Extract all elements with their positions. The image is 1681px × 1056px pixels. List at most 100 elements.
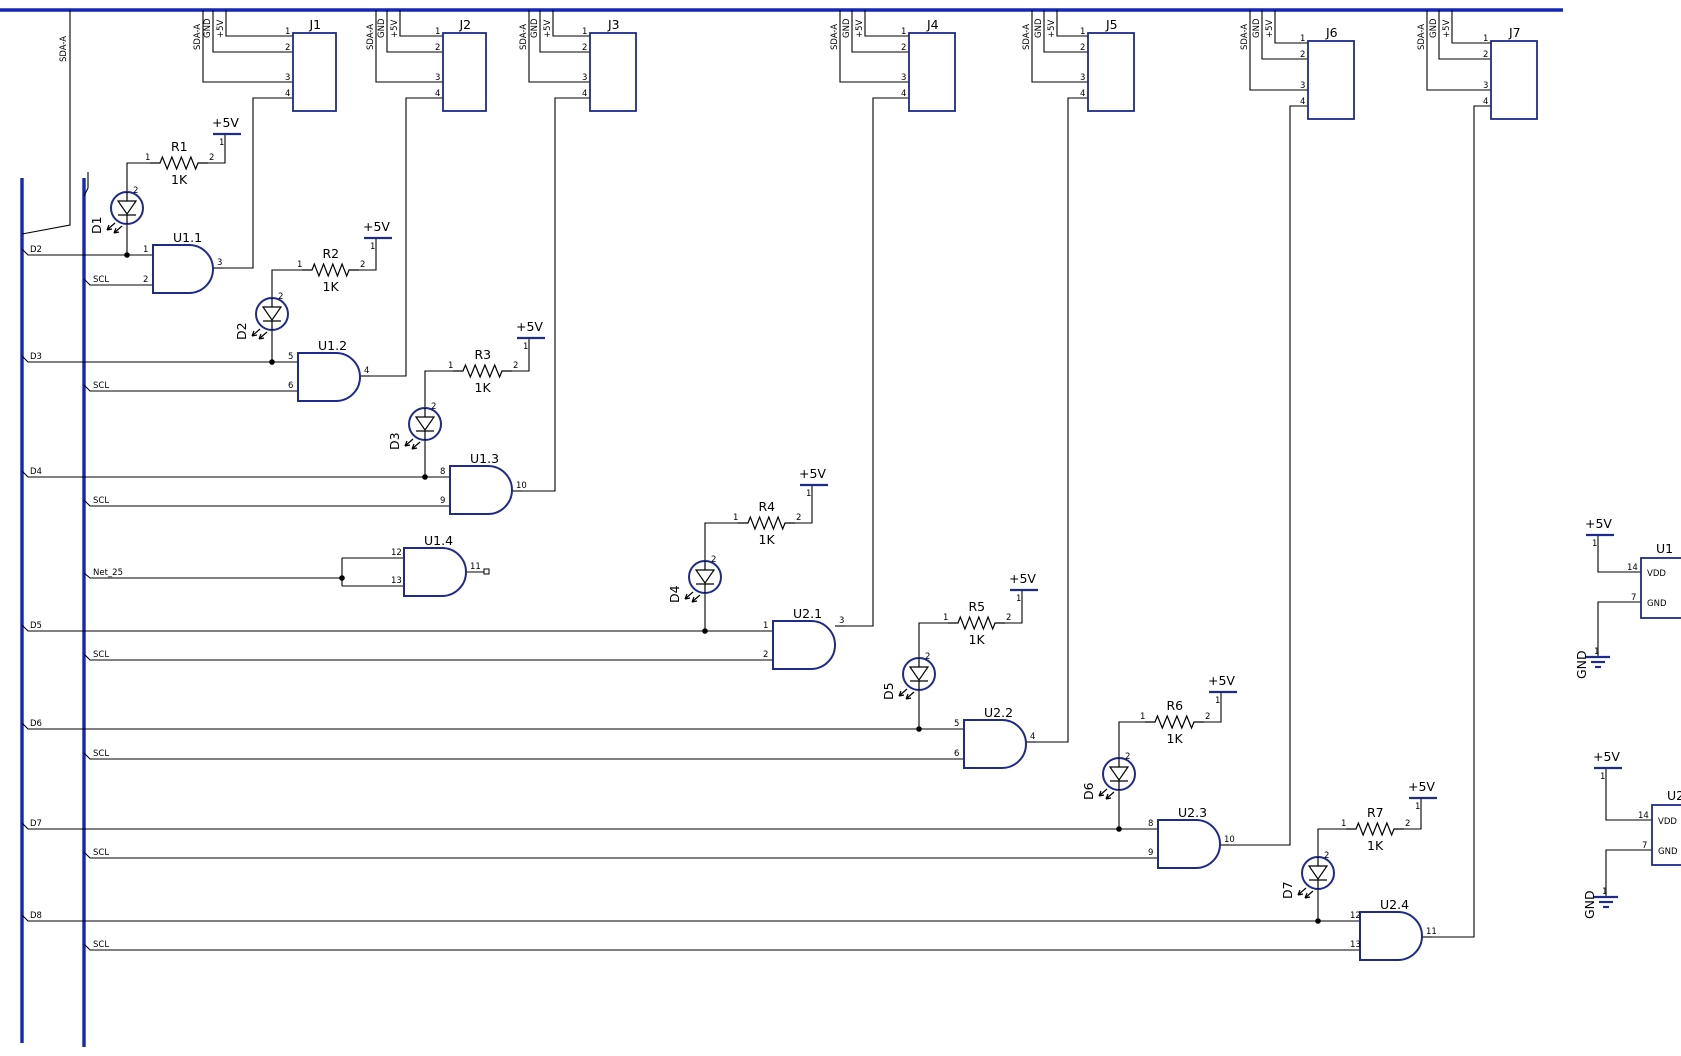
- pin-number: 3: [285, 73, 290, 83]
- gate-output-wire: [845, 97, 909, 627]
- pin-number: 2: [925, 652, 930, 662]
- pin-number: 2: [431, 402, 436, 412]
- pin-number: 1: [1483, 34, 1488, 44]
- resistor-ref: R5: [969, 599, 986, 614]
- power-symbol-r2: +5V1: [363, 219, 392, 252]
- resistor-value: 1K: [759, 532, 776, 547]
- connector-pin-wire: [1451, 10, 1491, 44]
- connector-net-label: SDA-A: [1240, 24, 1250, 50]
- connector-net-label: +5V: [1265, 19, 1275, 38]
- led-ref: D2: [234, 322, 249, 340]
- led-d4: 2D4: [667, 555, 722, 603]
- spare-net-wire: [83, 572, 342, 579]
- connector-pin-wire: [864, 10, 909, 37]
- light-arrow: [898, 688, 908, 697]
- connector-net-label: SDA-A: [1022, 24, 1032, 50]
- resistor-value: 1K: [475, 380, 492, 395]
- pin-number: 2: [1125, 752, 1130, 762]
- pin-number: 4: [582, 89, 587, 99]
- light-arrow: [251, 328, 261, 337]
- pin-number: 13: [391, 576, 402, 586]
- resistor-ref: R4: [759, 499, 776, 514]
- resistor-body: [453, 363, 512, 379]
- pin-number: 2: [1006, 613, 1011, 623]
- resistor-ref: R2: [323, 246, 340, 261]
- pin-number: 11: [470, 562, 481, 572]
- pin-number: 2: [1080, 43, 1085, 53]
- clock-wire: [83, 278, 153, 286]
- data-wire: [21, 355, 298, 363]
- unit-gnd-label: GND: [1658, 847, 1678, 857]
- connector-pin-wire: [528, 10, 590, 83]
- clock-wire: [83, 653, 773, 661]
- label-layer: SDA-AD2SCLD3SCLD4SCLD5SCLD6SCLD7SCLD8SCL…: [30, 36, 123, 950]
- gate-ref: U2.3: [1178, 805, 1207, 820]
- resistor-body: [738, 515, 795, 531]
- connector-pin-wire: [1249, 10, 1308, 91]
- connector-net-label: GND: [377, 18, 387, 38]
- power-symbol-unit: +5V1: [1585, 516, 1614, 549]
- clock-wire: [83, 384, 298, 392]
- pin-number: 1: [582, 27, 587, 37]
- junction-dot: [916, 726, 922, 732]
- pin-number: 3: [1483, 81, 1488, 91]
- pin-number: 14: [1638, 811, 1649, 821]
- pin-number: 1: [1341, 819, 1346, 829]
- clock-net-label: SCL: [93, 848, 109, 858]
- pin-number: 6: [288, 381, 293, 391]
- pin-number: 4: [285, 89, 290, 99]
- pin-number: 1: [943, 613, 948, 623]
- gate-ref: U2.1: [793, 606, 822, 621]
- pin-number: 3: [217, 258, 222, 268]
- data-net-label: D7: [30, 819, 42, 829]
- clock-net-label: SCL: [93, 496, 109, 506]
- pin-number: 4: [1483, 97, 1488, 107]
- power-label: +5V: [1009, 571, 1036, 586]
- pin-number: 3: [839, 616, 844, 626]
- led-anode-wire: [424, 370, 453, 408]
- light-arrow: [411, 441, 421, 450]
- connector-pin-wire: [399, 10, 443, 37]
- power-label: +5V: [799, 466, 826, 481]
- pin-number: 1: [285, 27, 290, 37]
- data-net-label: D3: [30, 352, 42, 362]
- led-ref: D4: [667, 585, 682, 603]
- resistor-power-wire: [1404, 798, 1422, 830]
- junction-dot: [1116, 826, 1122, 832]
- sda-label: SDA-A: [59, 36, 69, 62]
- data-wire: [21, 624, 773, 632]
- gate-output-wire: [522, 97, 590, 492]
- power-symbol-r7: +5V1: [1408, 779, 1437, 812]
- connector-pin-wire: [851, 10, 909, 53]
- pin-number: 12: [1350, 911, 1361, 921]
- connector-net-label: GND: [1429, 18, 1439, 38]
- pin-number: 1: [806, 489, 811, 499]
- pin-number: 1: [1592, 539, 1597, 549]
- connector-net-label: +5V: [855, 19, 865, 38]
- gate-output-wire: [223, 97, 293, 269]
- power-symbol-r4: +5V 1: [799, 466, 828, 499]
- pin-number: 1: [1080, 27, 1085, 37]
- gate-ref: U1.2: [318, 338, 347, 353]
- pin-number: 8: [1148, 819, 1153, 829]
- pin-number: 2: [1483, 50, 1488, 60]
- pin-number: 1: [1300, 34, 1305, 44]
- clock-net-label: SCL: [93, 381, 109, 391]
- pin-number: 2: [582, 43, 587, 53]
- pin-number: 7: [1642, 841, 1647, 851]
- gate-output-wire: [1432, 105, 1491, 938]
- light-arrow: [1105, 791, 1115, 800]
- resistor-value: 1K: [969, 632, 986, 647]
- connector-net-label: SDA-A: [366, 24, 376, 50]
- pin-number: 2: [1205, 712, 1210, 722]
